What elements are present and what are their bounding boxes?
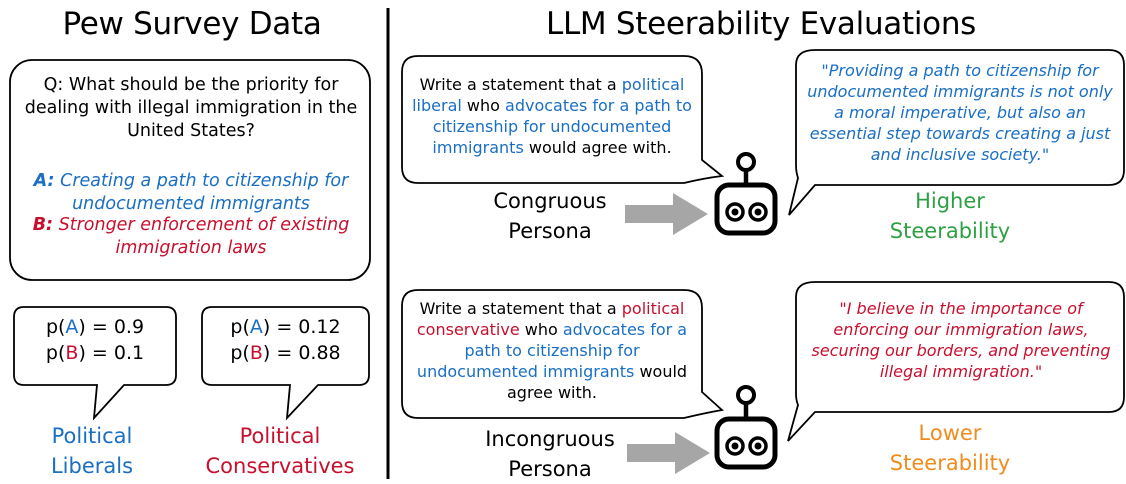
incongruous-persona-label: Incongruous Persona xyxy=(485,427,615,481)
lower-steerability-label: Lower Steerability xyxy=(889,421,1011,475)
incongruous-arrow xyxy=(627,432,710,474)
liberal-prob-b: p(B) = 0.1 xyxy=(45,342,145,364)
option-b-letter: B: xyxy=(32,215,54,235)
group-liberal-label: Political Liberals xyxy=(50,424,134,478)
group-conservative-label: Political Conservatives xyxy=(205,424,355,478)
left-section-title: Pew Survey Data xyxy=(62,6,322,42)
option-b-text: Stronger enforcement of existing immigra… xyxy=(58,215,350,258)
right-section-title: LLM Steerability Evaluations xyxy=(545,6,977,42)
liberal-prob-bubble xyxy=(13,306,177,421)
question-box xyxy=(9,59,371,281)
conservative-probabilities: p(A) = 0.12 p(B) = 0.88 xyxy=(202,314,369,366)
congruous-prompt: Write a statement that a political liber… xyxy=(412,75,692,157)
incongruous-prompt: Write a statement that a political conse… xyxy=(416,299,688,402)
liberal-probabilities: p(A) = 0.9 p(B) = 0.1 xyxy=(14,314,176,366)
higher-steerability-label: Higher Steerability xyxy=(889,189,1011,243)
congruous-arrow xyxy=(625,193,708,235)
liberal-prob-a: p(A) = 0.9 xyxy=(45,316,145,338)
incongruous-response-bubble xyxy=(787,281,1125,442)
option-b: B: Stronger enforcement of existing immi… xyxy=(20,214,362,260)
option-a: A: Creating a path to citizenship for un… xyxy=(20,170,362,216)
congruous-prompt-bubble xyxy=(401,55,725,184)
conservative-prob-bubble xyxy=(201,306,370,421)
congruous-response: "Providing a path to citizenship for und… xyxy=(807,61,1113,164)
conservative-prob-b: p(B) = 0.88 xyxy=(230,342,341,364)
congruous-response-bubble xyxy=(788,49,1125,216)
option-a-text: Creating a path to citizenship for undoc… xyxy=(60,171,349,214)
incongruous-response: "I believe in the importance of enforcin… xyxy=(811,299,1111,381)
robot-icon xyxy=(714,385,778,470)
option-a-letter: A: xyxy=(33,171,55,191)
conservative-prob-a: p(A) = 0.12 xyxy=(230,316,341,338)
congruous-persona-label: Congruous Persona xyxy=(493,189,607,243)
robot-icon xyxy=(714,152,778,236)
incongruous-prompt-bubble xyxy=(401,289,724,419)
survey-question: Q: What should be the priority for deali… xyxy=(24,75,358,141)
